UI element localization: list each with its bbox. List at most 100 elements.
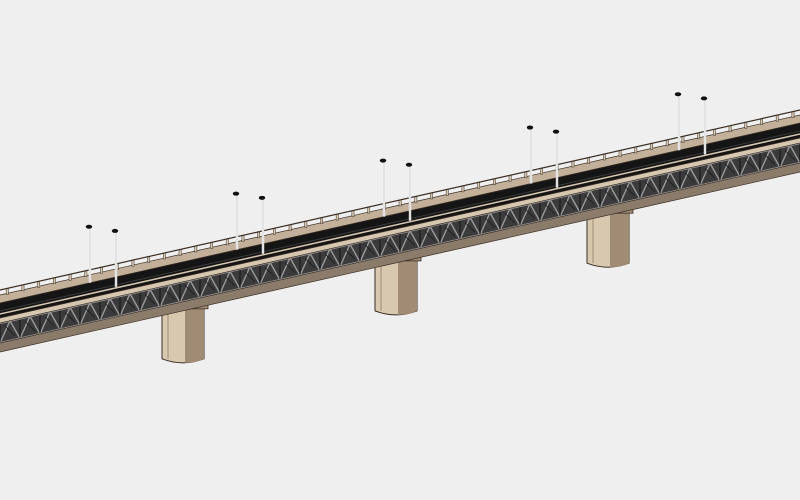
truss-brace (524, 208, 536, 219)
truss-diagonal (189, 279, 201, 299)
railing-post (131, 259, 135, 267)
lamp-pair-1 (85, 224, 119, 287)
truss-diagonal (469, 216, 481, 236)
truss-diagonal (739, 153, 751, 177)
truss-brace (764, 154, 776, 165)
truss-brace (244, 271, 256, 282)
railing-post (493, 178, 496, 186)
truss-diagonal (279, 257, 291, 281)
railing-post (335, 213, 339, 221)
truss-diagonal (69, 306, 81, 326)
truss-diagonal (639, 176, 651, 200)
railing-post (681, 136, 685, 143)
railing-post (351, 210, 355, 217)
railing-post (461, 185, 465, 193)
railing-post (241, 235, 245, 242)
truss-brace (184, 285, 196, 296)
lamp-pair-3 (379, 158, 413, 221)
lamp-head (232, 191, 240, 196)
railing-post (744, 121, 748, 129)
truss-brace (464, 222, 476, 233)
lamp-pair-5 (674, 92, 708, 155)
far-railing-wall (0, 114, 800, 304)
lamp-head (405, 162, 413, 167)
railing-post (304, 220, 308, 228)
truss-diagonal (399, 230, 411, 254)
railing-post (508, 175, 512, 182)
truss-brace (624, 186, 636, 197)
truss-diagonal (109, 297, 121, 317)
truss-diagonal (629, 180, 641, 200)
truss-brace (744, 159, 756, 170)
truss-diagonal (459, 216, 471, 240)
truss-diagonal (719, 158, 731, 182)
truss-diagonal (419, 225, 431, 249)
truss-diagonal (409, 230, 421, 249)
truss-brace (4, 325, 16, 336)
lamp-pair-4 (526, 125, 560, 188)
truss-diagonal (39, 311, 51, 335)
truss-diagonal (19, 315, 31, 339)
truss-diagonal (539, 198, 551, 222)
truss-diagonal (779, 144, 791, 168)
truss-diagonal (49, 311, 61, 330)
lamp-head (111, 228, 119, 233)
truss-brace (584, 195, 596, 206)
railing-post (697, 132, 701, 140)
railing-post (713, 129, 716, 136)
truss-diagonal (659, 171, 671, 195)
truss-brace (304, 258, 316, 269)
truss-diagonal (649, 176, 661, 195)
truss-diagonal (179, 279, 191, 303)
truss-diagonal (239, 266, 251, 290)
truss-members (0, 143, 800, 344)
truss-brace (364, 244, 376, 255)
handrail (0, 109, 800, 291)
truss-diagonal (449, 221, 461, 240)
railing-post (477, 182, 481, 189)
truss-diagonal (99, 297, 111, 321)
pier-2 (370, 254, 422, 316)
truss-brace (704, 168, 716, 179)
truss-brace (104, 303, 116, 314)
truss-diagonal (159, 284, 171, 308)
truss-brace (44, 316, 56, 327)
truss-brace (144, 294, 156, 305)
truss-diagonal (579, 189, 591, 213)
truss-brace (784, 150, 796, 161)
lamp-head (552, 129, 560, 134)
railing-post (288, 224, 292, 231)
truss-diagonal (309, 252, 321, 272)
railing-post (445, 189, 449, 196)
railing-post (257, 231, 261, 239)
truss-diagonal (369, 239, 381, 258)
lamp-posts (85, 92, 708, 287)
pier-shade (185, 306, 204, 363)
truss-diagonal (499, 207, 511, 231)
lamp-head (379, 158, 387, 163)
railing-post (100, 266, 103, 274)
truss-diagonal (489, 212, 501, 231)
railing-post (37, 281, 41, 288)
railing-post (210, 242, 213, 249)
truss-brace (204, 280, 216, 291)
lamp-head (85, 224, 93, 229)
pier-shade (610, 211, 629, 268)
truss-brace (24, 321, 36, 332)
truss-diagonal (689, 167, 701, 186)
lamp-head (700, 96, 708, 101)
railing-post (760, 118, 763, 125)
lamp-pair-2 (232, 191, 266, 254)
railing-post (414, 196, 418, 203)
truss-diagonal (229, 270, 241, 290)
truss-diagonal (0, 320, 11, 344)
truss-brace (164, 289, 176, 300)
truss-diagonal (519, 203, 531, 227)
truss-diagonal (249, 266, 261, 285)
truss-diagonal (119, 293, 131, 317)
railing-post (84, 270, 88, 277)
truss-brace (564, 199, 576, 210)
truss-diagonal (509, 207, 521, 227)
truss-brace (604, 190, 616, 201)
railing-post (398, 199, 402, 207)
